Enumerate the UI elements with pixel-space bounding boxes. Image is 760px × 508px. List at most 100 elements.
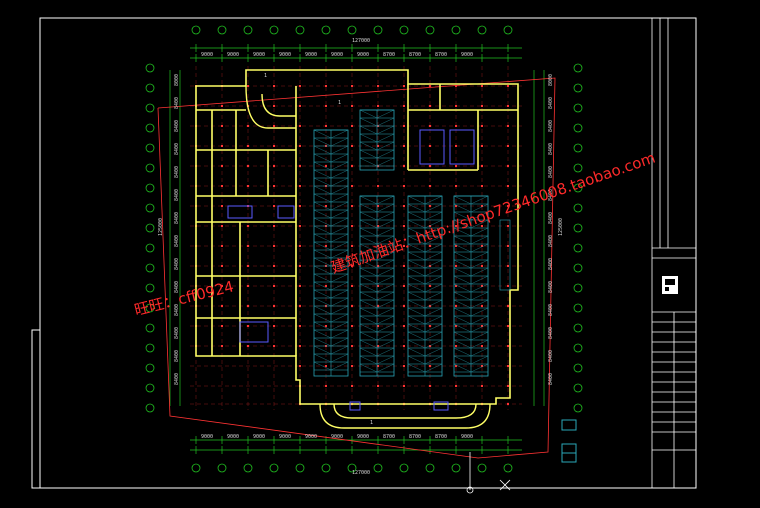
column-mark	[481, 185, 483, 187]
axis-bubble	[573, 243, 583, 253]
column-mark	[403, 185, 405, 187]
parking-stall-diag	[313, 273, 332, 283]
bay-label-left: 8400	[174, 350, 180, 362]
parking-stall-diag	[407, 235, 426, 245]
column-mark	[247, 285, 249, 287]
bay-label-top: 8700	[409, 52, 421, 58]
parking-stall-diag	[424, 323, 443, 333]
column-mark	[403, 325, 405, 327]
axis-bubble	[217, 25, 227, 35]
column-mark	[221, 285, 223, 287]
parking-stall-diag	[330, 273, 349, 283]
axis-bubble	[347, 25, 357, 35]
column-mark	[351, 125, 353, 127]
column-mark	[351, 245, 353, 247]
bay-label-left: 8400	[174, 373, 180, 385]
parking-stall-diag	[330, 337, 349, 347]
column-mark	[481, 305, 483, 307]
column-mark	[481, 225, 483, 227]
column-mark	[455, 305, 457, 307]
parking-stall-diag	[453, 339, 472, 349]
bay-label-bottom: 9000	[305, 434, 317, 440]
section-marks: 1 1 1	[264, 73, 373, 426]
parking-stall-diag	[359, 283, 378, 293]
column-mark	[455, 145, 457, 147]
bay-label-top: 9000	[331, 52, 343, 58]
parking-stall-diag	[359, 307, 378, 317]
column-mark	[351, 205, 353, 207]
parking-stall-diag	[359, 331, 378, 341]
axis-bubble	[145, 283, 155, 293]
parking-stall-diag	[407, 203, 426, 213]
parking-stall-diag	[376, 117, 395, 127]
parking-stall-diag	[407, 227, 426, 237]
parking-stall-diag	[376, 307, 395, 317]
column-mark	[377, 145, 379, 147]
column-mark	[299, 165, 301, 167]
parking-stall-diag	[424, 275, 443, 285]
column-mark	[481, 85, 483, 87]
column-mark	[429, 385, 431, 387]
bay-label-top: 9000	[253, 52, 265, 58]
parking-stall-diag	[407, 323, 426, 333]
parking-stall-diag	[313, 313, 332, 323]
axis-bubble	[321, 463, 331, 473]
column-mark	[403, 105, 405, 107]
building-outline	[195, 69, 519, 405]
axis-bubble	[347, 463, 357, 473]
axis-bubble	[145, 243, 155, 253]
parking-stall-diag	[313, 345, 332, 355]
column-mark	[247, 185, 249, 187]
parking-stall-diag	[359, 323, 378, 333]
parking-stall-diag	[313, 209, 332, 219]
column-mark	[247, 125, 249, 127]
parking-stall-diag	[313, 297, 332, 307]
parking-stall-diag	[330, 169, 349, 179]
parking-stall-diag	[330, 329, 349, 339]
column-mark	[507, 385, 509, 387]
parking-stall-diag	[359, 235, 378, 245]
bay-label-right: 8000	[548, 74, 554, 86]
column-mark	[299, 245, 301, 247]
axis-bubble	[145, 403, 155, 413]
column-mark	[507, 85, 509, 87]
parking-stall-diag	[359, 259, 378, 269]
column-mark	[325, 105, 327, 107]
column-mark	[507, 365, 509, 367]
parking-stall-diag	[359, 363, 378, 373]
parking-stall-diag	[407, 267, 426, 277]
parking-stall-diag	[313, 161, 332, 171]
column-mark	[325, 205, 327, 207]
parking-stall-diag	[376, 291, 395, 301]
axis-bubble	[425, 25, 435, 35]
bay-label-right: 8400	[548, 166, 554, 178]
parking-stall-diag	[453, 259, 472, 269]
parking-stall-diag	[407, 339, 426, 349]
parking-stall-diag	[376, 125, 395, 135]
parking-stall-diag	[330, 161, 349, 171]
column-mark	[247, 325, 249, 327]
column-mark	[299, 225, 301, 227]
column-mark	[299, 365, 301, 367]
parking-stall-diag	[313, 129, 332, 139]
axis-bubble	[573, 63, 583, 73]
column-mark	[455, 105, 457, 107]
column-mark	[325, 165, 327, 167]
column-mark	[429, 205, 431, 207]
parking-stall-diag	[470, 251, 489, 261]
column-mark	[403, 265, 405, 267]
column-mark	[481, 125, 483, 127]
axis-bubble	[295, 463, 305, 473]
logo-stamp	[662, 276, 678, 294]
axis-bubble	[269, 25, 279, 35]
column-mark	[507, 205, 509, 207]
axis-bubble	[573, 203, 583, 213]
column-mark	[507, 305, 509, 307]
column-mark	[377, 305, 379, 307]
column-mark	[507, 145, 509, 147]
parking-stall-diag	[453, 211, 472, 221]
column-mark	[403, 85, 405, 87]
parking-stall-diag	[359, 251, 378, 261]
column-mark	[429, 225, 431, 227]
parking-stall-diag	[313, 305, 332, 315]
